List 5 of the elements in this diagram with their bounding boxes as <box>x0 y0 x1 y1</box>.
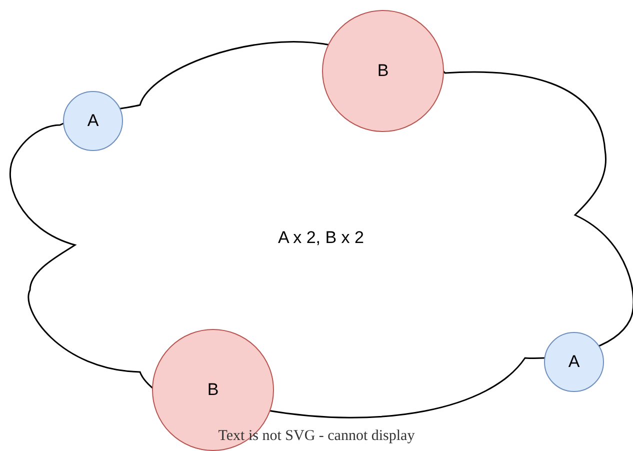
circle-label: B <box>207 380 219 400</box>
cloud-label: A x 2, B x 2 <box>278 228 364 248</box>
circle-label: B <box>377 61 389 81</box>
circle-label: A <box>568 352 580 372</box>
circle-label: A <box>87 111 99 131</box>
